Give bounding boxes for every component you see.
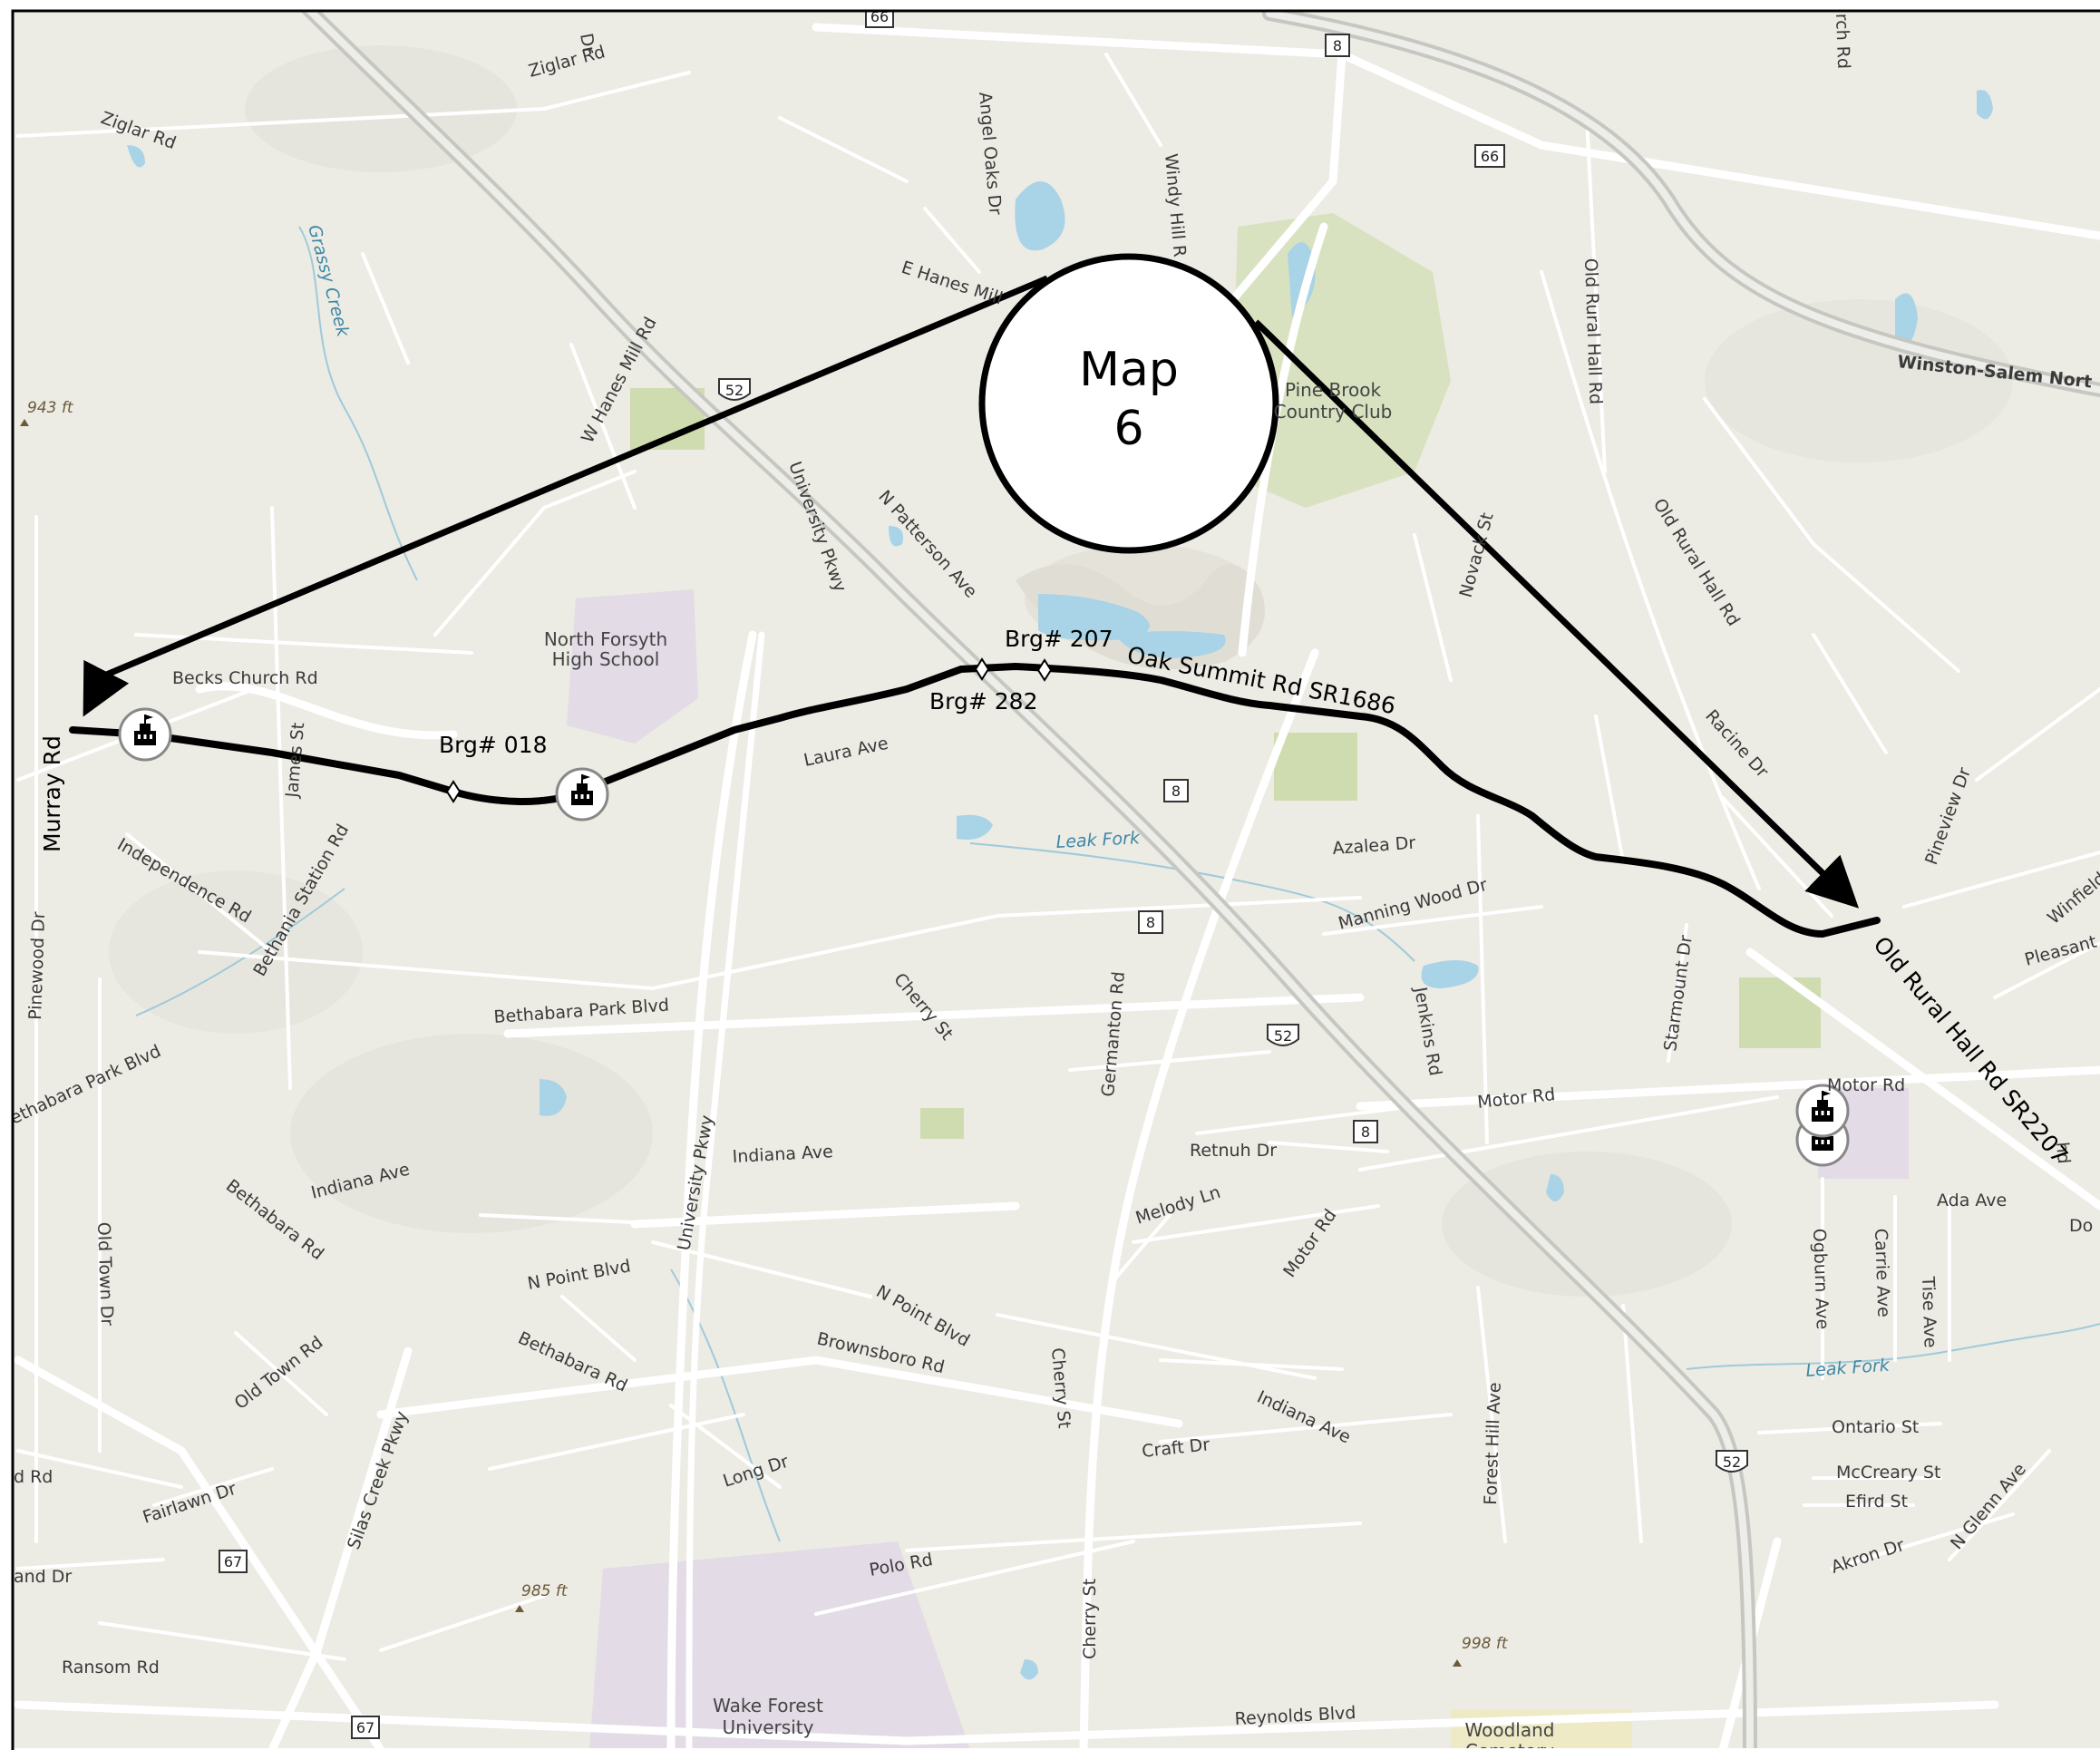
poi-label: North Forsyth — [544, 628, 667, 650]
road-label: Carrie Ave — [1871, 1228, 1893, 1317]
road-label: Ontario St — [1832, 1417, 1919, 1437]
road-label: Becks Church Rd — [172, 668, 318, 688]
stream-label: Leak Fork — [1055, 828, 1141, 852]
road-label: Retnuh Dr — [1190, 1141, 1277, 1161]
school-icon[interactable] — [118, 707, 172, 762]
poi-label: Wake Forest — [713, 1695, 823, 1716]
road-label: hd — [2052, 1142, 2074, 1165]
route-shield-52: 52 — [718, 378, 751, 401]
pine-brook-country-club-area — [1233, 213, 1451, 508]
poi-label: High School — [552, 648, 660, 670]
bridge-marker-icon[interactable] — [1036, 658, 1053, 682]
route-shield-8: 8 — [1138, 910, 1163, 934]
svg-text:52: 52 — [1274, 1027, 1292, 1045]
bridge-018-label: Brg# 018 — [439, 732, 547, 758]
road-label: Old Town Dr — [93, 1221, 117, 1326]
route-shield-52: 52 — [1716, 1450, 1748, 1473]
svg-text:67: 67 — [224, 1553, 242, 1570]
svg-text:66: 66 — [870, 8, 889, 25]
svg-text:52: 52 — [1723, 1453, 1741, 1471]
land-areas — [567, 213, 1909, 1748]
highway-shields: 66 8 66 52 8 8 52 8 52 67 67 — [219, 8, 1748, 1739]
road-label: Dr — [576, 32, 599, 55]
callout-map-label: Map — [1079, 343, 1179, 397]
svg-text:8: 8 — [1333, 37, 1342, 54]
major-roads — [14, 23, 2100, 1748]
poi-label: University — [723, 1716, 814, 1738]
road-label: and Dr — [14, 1567, 72, 1587]
road-label: Pinewood Dr — [25, 911, 49, 1020]
route-shield-52: 52 — [1267, 1024, 1299, 1046]
route-shield-67: 67 — [219, 1550, 248, 1573]
road-label: Tise Ave — [1918, 1275, 1940, 1347]
map-frame — [11, 9, 2100, 1750]
callout-arrow-east — [1253, 319, 1860, 909]
bridge-marker-icon[interactable] — [974, 657, 990, 681]
route-shield-66: 66 — [1474, 144, 1505, 168]
bridge-markers — [445, 657, 1053, 803]
map-6-callout-circle[interactable] — [978, 253, 1279, 554]
streams — [135, 226, 2100, 1542]
highways — [299, 11, 2100, 1748]
road-label: Motor Rd — [1827, 1075, 1905, 1095]
school-icon[interactable] — [555, 767, 609, 822]
elevation-label: 985 ft — [521, 1582, 569, 1600]
road-label: Efird St — [1845, 1492, 1908, 1512]
road-label: McCreary St — [1836, 1463, 1940, 1483]
poi-labels: Pine Brook Country Club North Forsyth Hi… — [544, 379, 1555, 1750]
svg-text:52: 52 — [725, 382, 744, 399]
callout-arrow-west — [83, 275, 1049, 717]
svg-text:8: 8 — [1172, 783, 1181, 800]
school-icon[interactable] — [1795, 1084, 1850, 1138]
route-shield-8: 8 — [1325, 34, 1350, 57]
murray-rd-label: Murray Rd — [39, 735, 65, 852]
callout-map-number: 6 — [1113, 402, 1143, 456]
svg-text:66: 66 — [1481, 148, 1499, 165]
park-area — [1739, 977, 1821, 1048]
project-route-line — [69, 663, 1881, 938]
svg-text:8: 8 — [1146, 914, 1155, 931]
road-label: Ada Ave — [1937, 1191, 2007, 1210]
svg-text:8: 8 — [1361, 1123, 1370, 1141]
wake-forest-campus — [589, 1541, 970, 1748]
route-shield-8: 8 — [1353, 1120, 1378, 1143]
water-features — [127, 90, 1993, 1680]
road-label: Do — [2069, 1216, 2093, 1236]
poi-label: Country Club — [1274, 401, 1393, 423]
park-area — [1274, 733, 1357, 801]
bridge-207-label: Brg# 207 — [1005, 626, 1113, 652]
road-label: Cherry St — [1080, 1579, 1100, 1659]
elevation-label: 943 ft — [27, 399, 74, 417]
poi-label: Pine Brook — [1285, 379, 1381, 401]
north-forsyth-campus — [567, 589, 698, 744]
road-label: Ransom Rd — [62, 1658, 160, 1677]
road-label: Ogburn Ave — [1809, 1228, 1833, 1329]
route-shield-66: 66 — [865, 8, 894, 28]
school-markers — [118, 707, 1850, 1167]
route-shield-8: 8 — [1163, 779, 1189, 802]
route-shield-67: 67 — [351, 1716, 380, 1739]
poi-label: Cemetery — [1465, 1740, 1554, 1750]
bridge-marker-icon[interactable] — [445, 780, 462, 803]
svg-text:67: 67 — [356, 1719, 374, 1736]
road-label: Forest Hill Ave — [1481, 1382, 1505, 1505]
park-area — [920, 1108, 964, 1139]
poi-label: Woodland — [1465, 1719, 1555, 1741]
elevation-labels: 943 ft 985 ft 998 ft — [20, 399, 1509, 1667]
road-label: d Rd — [14, 1467, 53, 1487]
road-label: rch Rd — [1832, 13, 1853, 69]
elevation-label: 998 ft — [1462, 1635, 1509, 1653]
bridge-282-label: Brg# 282 — [929, 688, 1037, 715]
